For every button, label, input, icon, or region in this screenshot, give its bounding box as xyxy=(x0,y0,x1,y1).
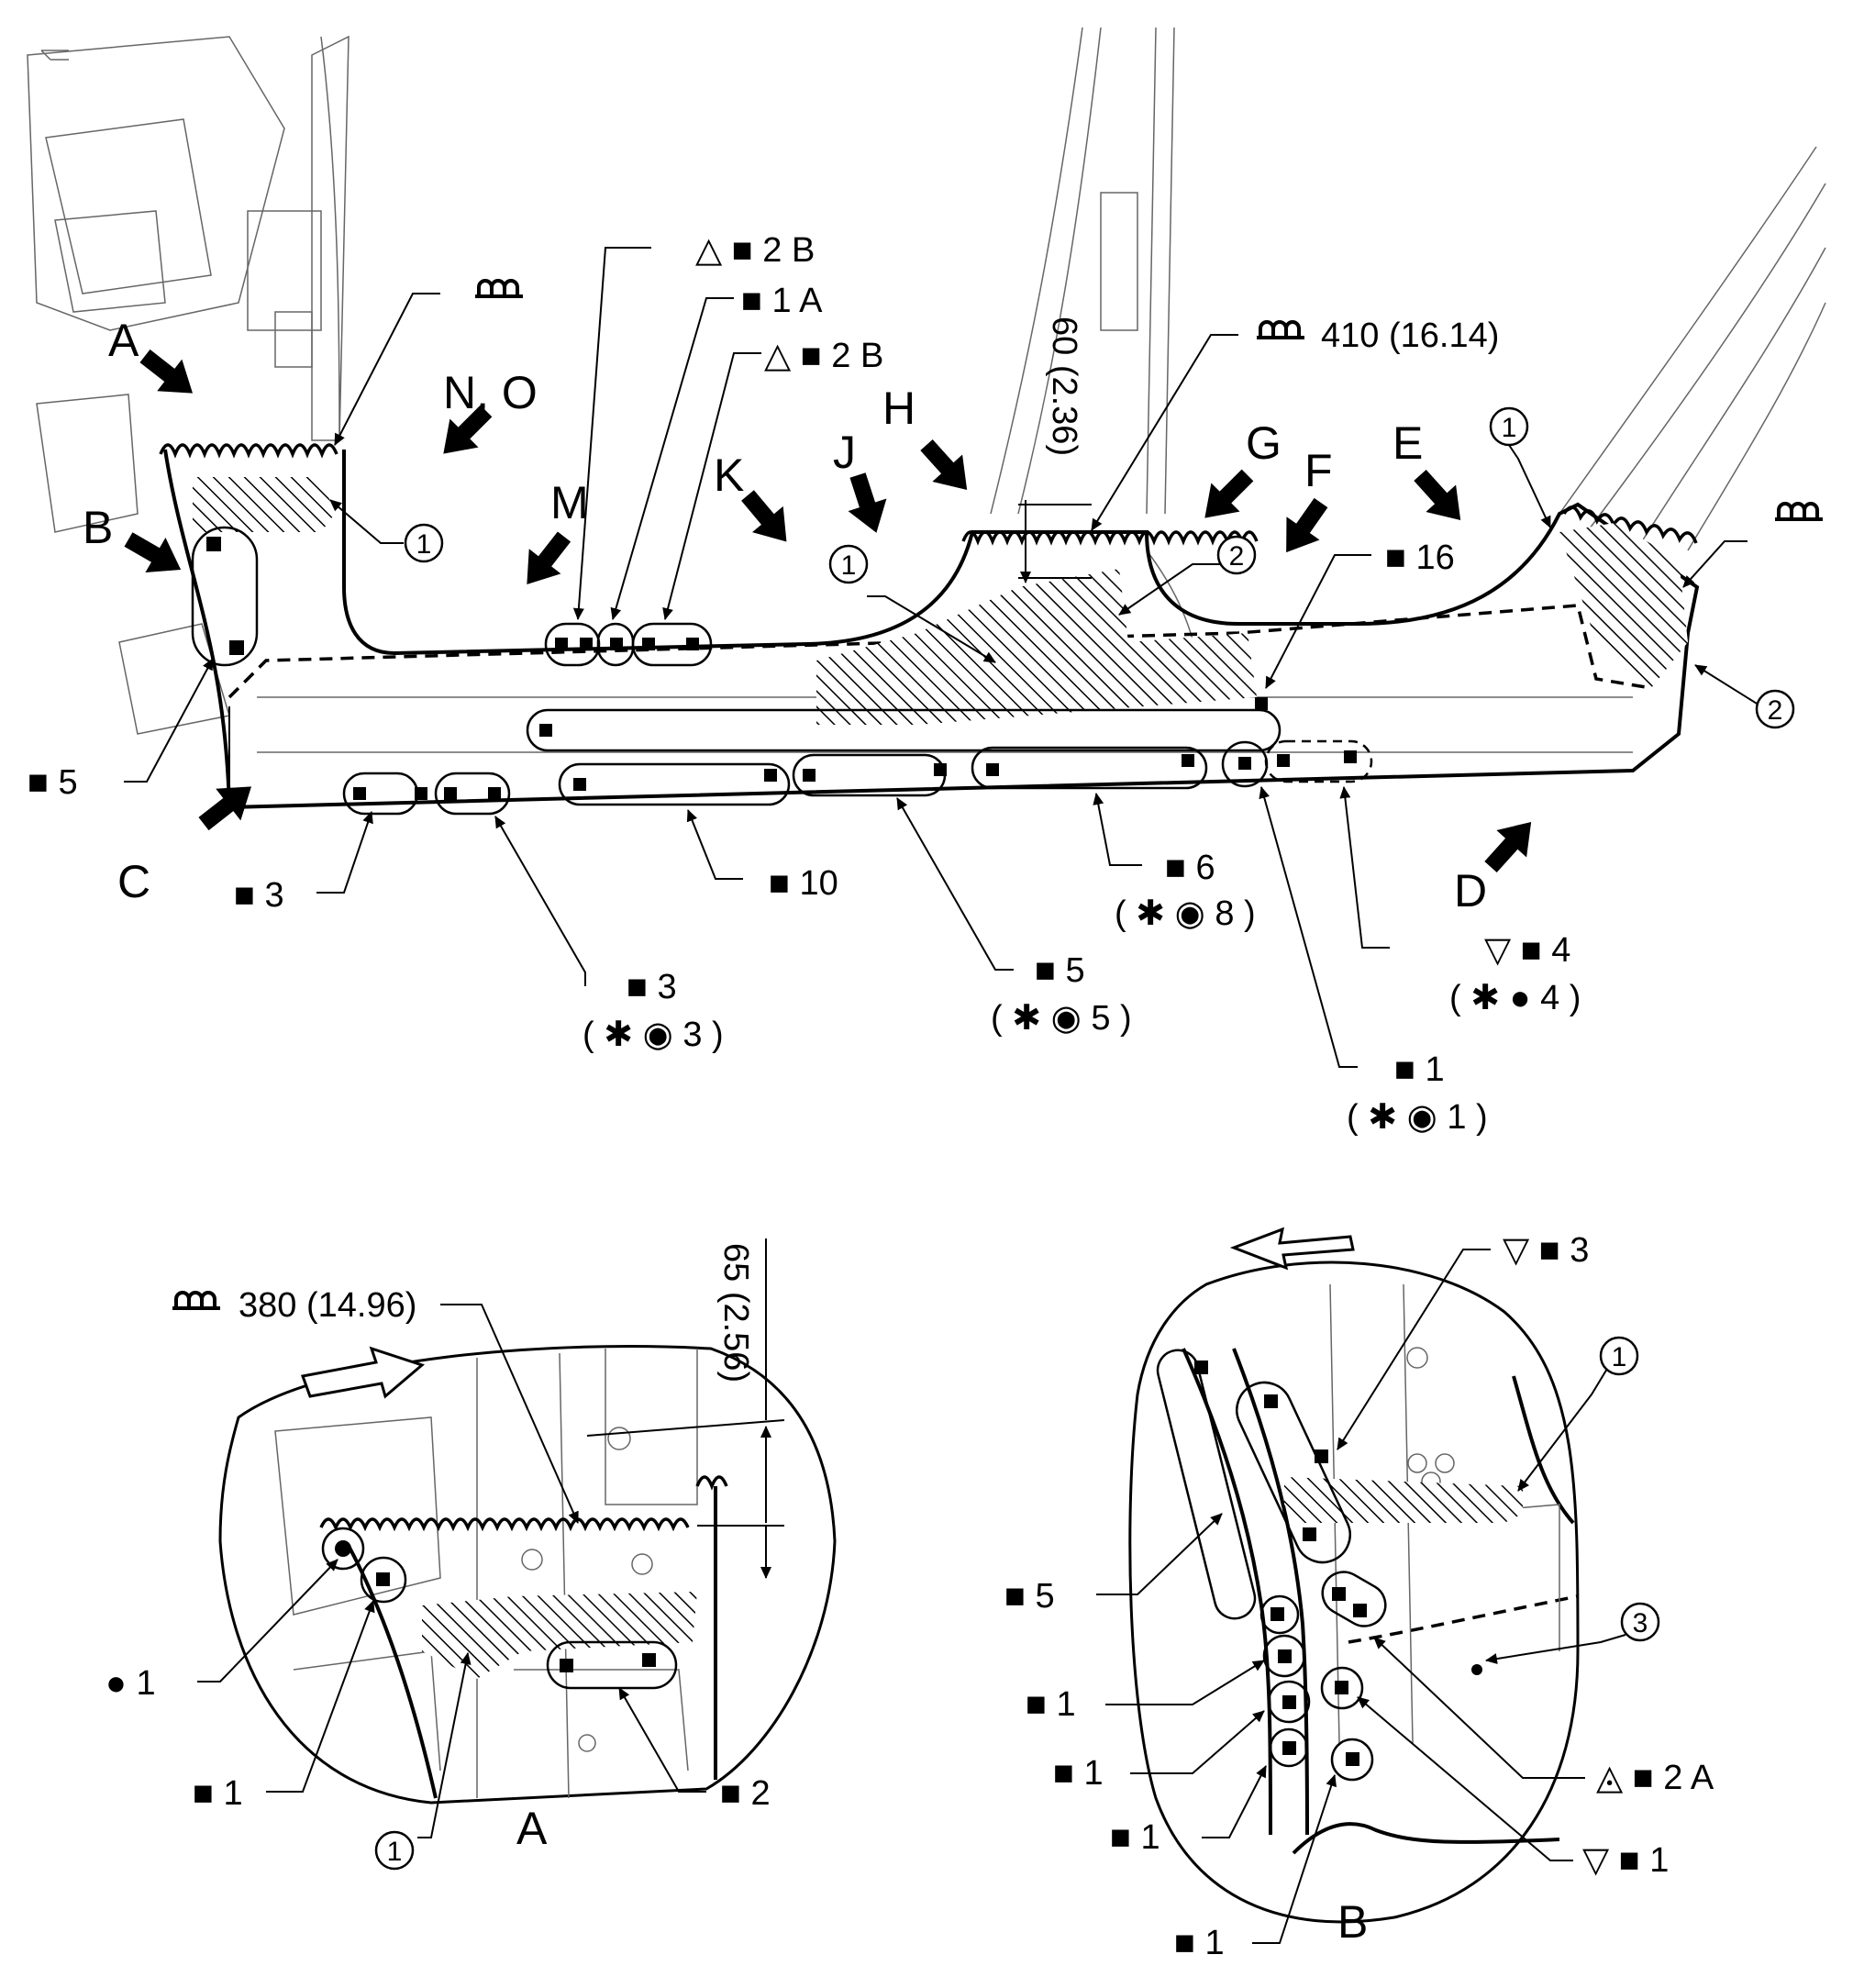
svg-text:3: 3 xyxy=(1633,1608,1648,1638)
svg-text:■ 3: ■ 3 xyxy=(627,968,677,1006)
detail-b-title: B xyxy=(1337,1896,1368,1948)
leader-lines-top xyxy=(124,247,1789,1068)
svg-text:■ 1: ■ 1 xyxy=(1026,1685,1076,1724)
svg-text:■ 1: ■ 1 xyxy=(1053,1754,1104,1793)
svg-text:△ ■ 2 B: △ ■ 2 B xyxy=(695,231,815,270)
svg-text:H: H xyxy=(882,383,915,434)
svg-text:K: K xyxy=(714,450,744,501)
view-arrow-icon xyxy=(118,339,1547,881)
svg-text:■ 5: ■ 5 xyxy=(28,763,78,802)
detail-b xyxy=(1128,1227,1580,1924)
view-letters-top: A B C D E F G H J K M N, O xyxy=(83,315,1487,916)
sealer-bead-right xyxy=(1562,505,1698,544)
front-arrow-icon xyxy=(300,1346,426,1399)
svg-text:J: J xyxy=(833,427,856,478)
svg-text:G: G xyxy=(1246,417,1282,469)
svg-text:▽ ■ 1: ▽ ■ 1 xyxy=(1582,1841,1669,1880)
svg-text:65 (2.56): 65 (2.56) xyxy=(716,1243,755,1383)
svg-text:2: 2 xyxy=(1229,541,1245,572)
corner-mark xyxy=(40,50,69,61)
detail-a-title: A xyxy=(516,1803,548,1854)
detail-a xyxy=(218,1238,837,1805)
background-body-structure xyxy=(27,27,1826,753)
svg-text:1: 1 xyxy=(841,550,857,581)
sealer-bead-left xyxy=(159,443,338,459)
svg-text:■ 5: ■ 5 xyxy=(1035,951,1085,990)
hatched-areas-top xyxy=(193,477,1688,725)
svg-text:■ 1: ■ 1 xyxy=(193,1774,243,1813)
svg-text:■ 5: ■ 5 xyxy=(1004,1577,1055,1616)
svg-text:◬ ■ 2 A: ◬ ■ 2 A xyxy=(1596,1759,1714,1797)
svg-text:■ 6: ■ 6 xyxy=(1165,849,1215,887)
svg-text:2: 2 xyxy=(1768,695,1783,726)
svg-text:( ✱ ◉ 5 ): ( ✱ ◉ 5 ) xyxy=(991,999,1132,1038)
detail-b-labels: ▽ ■ 3 1 3 ■ 5 ■ 1 ■ 1 ■ 1 ■ 1 ◬ ■ 2 A ▽ … xyxy=(1004,1231,1714,1962)
svg-text:D: D xyxy=(1454,865,1487,916)
detail-a-labels: 380 (14.96) 65 (2.56) ● 1 ■ 1 ■ 2 1 A xyxy=(105,1243,771,1871)
weld-labels-top: △ ■ 2 B ■ 1 A △ ■ 2 B 410 (16.14) 60 (2.… xyxy=(28,231,1581,1137)
callout-circles-top: 1 1 2 1 2 xyxy=(404,406,1795,729)
svg-text:( ✱ ◉ 3 ): ( ✱ ◉ 3 ) xyxy=(583,1016,724,1054)
svg-text:( ✱ ◉ 8 ): ( ✱ ◉ 8 ) xyxy=(1115,894,1256,933)
weld-groups-top xyxy=(191,526,1373,816)
svg-text:C: C xyxy=(117,856,150,907)
svg-text:N, O: N, O xyxy=(443,367,538,418)
svg-text:■ 2: ■ 2 xyxy=(720,1774,771,1813)
svg-text:■ 1: ■ 1 xyxy=(1110,1818,1160,1857)
svg-text:1: 1 xyxy=(1612,1342,1627,1372)
sealer-bead-center xyxy=(961,530,1259,546)
front-arrow-icon xyxy=(1229,1227,1355,1271)
svg-text:60 (2.36): 60 (2.36) xyxy=(1045,317,1083,456)
svg-text:▽ ■ 3: ▽ ■ 3 xyxy=(1503,1231,1589,1270)
svg-text:■ 10: ■ 10 xyxy=(769,864,838,903)
svg-text:( ✱ ● 4 ): ( ✱ ● 4 ) xyxy=(1449,979,1581,1017)
svg-text:1: 1 xyxy=(416,529,432,560)
svg-text:410 (16.14): 410 (16.14) xyxy=(1321,317,1499,355)
svg-text:1: 1 xyxy=(1502,413,1517,443)
svg-text:( ✱ ◉ 1 ): ( ✱ ◉ 1 ) xyxy=(1347,1098,1488,1137)
svg-text:■ 1: ■ 1 xyxy=(1394,1050,1445,1089)
svg-text:■ 1 A: ■ 1 A xyxy=(741,282,823,320)
svg-text:F: F xyxy=(1304,445,1333,496)
svg-text:▽ ■ 4: ▽ ■ 4 xyxy=(1484,931,1570,970)
svg-text:1: 1 xyxy=(387,1837,403,1867)
svg-text:B: B xyxy=(83,502,113,553)
svg-text:■ 3: ■ 3 xyxy=(234,876,284,915)
svg-text:E: E xyxy=(1393,417,1423,469)
svg-text:380 (14.96): 380 (14.96) xyxy=(239,1286,416,1325)
svg-text:● 1: ● 1 xyxy=(105,1664,156,1703)
svg-text:■ 16: ■ 16 xyxy=(1385,539,1455,577)
svg-text:M: M xyxy=(550,477,589,528)
svg-text:A: A xyxy=(108,315,139,366)
svg-text:△ ■ 2 B: △ ■ 2 B xyxy=(764,337,883,375)
svg-text:■ 1: ■ 1 xyxy=(1174,1924,1225,1962)
